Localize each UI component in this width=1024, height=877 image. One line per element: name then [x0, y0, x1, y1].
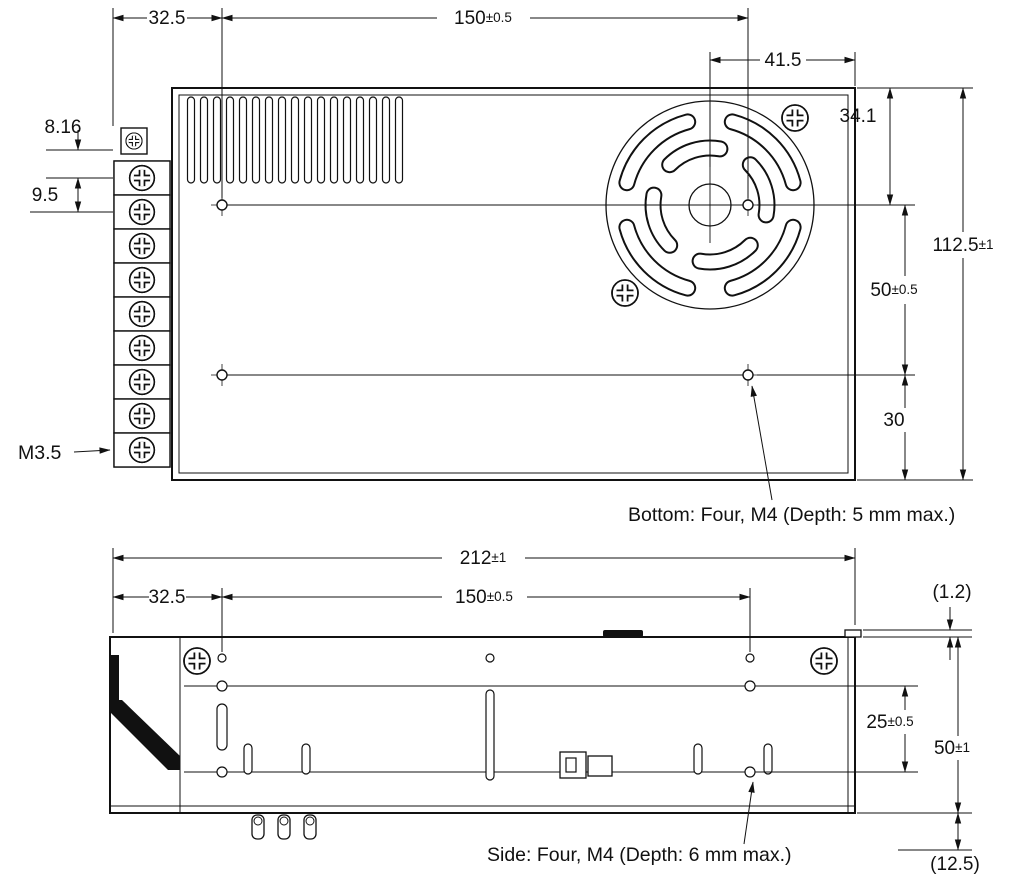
dim-label-1-2: (1.2): [932, 582, 971, 603]
connector-detail: [587, 755, 613, 777]
dim-label-8-16: 8.16: [45, 117, 82, 138]
terminal-screw: [114, 195, 170, 229]
dimension-side-50: 50±1: [857, 636, 972, 814]
phillips-screw-icon: [184, 648, 210, 674]
dimension-1-2: (1.2): [863, 582, 972, 660]
vent-slot: [301, 743, 311, 775]
vent-slot: [763, 743, 773, 775]
dimension-12-5: (12.5): [898, 812, 980, 875]
vent-slot: [693, 743, 703, 775]
dimension-34-1: 34.1: [757, 87, 973, 206]
terminal-screw: [114, 297, 170, 331]
terminal-screw: [114, 229, 170, 263]
dimension-30: 30: [857, 374, 973, 481]
pilot-hole: [745, 653, 755, 663]
dim-label-41-5: 41.5: [765, 50, 802, 71]
terminal-screw: [114, 365, 170, 399]
pilot-hole: [485, 653, 495, 663]
connector-detail: [565, 757, 577, 773]
terminal-block-edge: [109, 655, 119, 705]
dimension-side-32-5: 32.5: [112, 587, 223, 652]
dimension-41-5: 41.5: [709, 50, 856, 167]
dim-label-112-5: 112.5±1: [932, 235, 993, 256]
pilot-hole: [217, 653, 227, 663]
dim-label-30: 30: [883, 410, 904, 431]
chassis-outline: [171, 87, 856, 481]
thread-label: M3.5: [18, 442, 62, 464]
terminal-screw-side: [251, 814, 265, 840]
terminal-screw-side: [303, 814, 317, 840]
cover-flange: [844, 629, 862, 638]
dim-label-9-5: 9.5: [32, 185, 58, 206]
dim-label-32-5: 32.5: [149, 8, 186, 29]
dimension-top-150: 150±0.5: [221, 8, 749, 198]
vent-slot: [243, 743, 253, 775]
ventilation-slots: [186, 96, 404, 184]
vent-slot: [186, 96, 196, 184]
terminal-cover-slope: [110, 700, 180, 770]
hole-centerlines: [222, 204, 748, 376]
top-edge-bump: [603, 630, 643, 637]
dim-label-34-1: 34.1: [840, 106, 877, 127]
dimension-212: 212±1: [112, 548, 856, 633]
bottom-mounting-note: Bottom: Four, M4 (Depth: 5 mm max.): [628, 504, 955, 526]
side-holes-and-lines: [184, 653, 846, 840]
side-mounting-hole: [744, 680, 756, 692]
side-mounting-hole: [216, 766, 228, 778]
terminal-block: [114, 127, 170, 467]
dim-label-12-5: (12.5): [930, 854, 980, 875]
phillips-screw-icon: [782, 105, 808, 131]
dim-label-212: 212±1: [460, 548, 507, 569]
side-mounting-hole: [744, 766, 756, 778]
dimension-112-5: 112.5±1: [932, 87, 994, 481]
side-outline: [109, 629, 862, 814]
terminal-screw-side: [277, 814, 291, 840]
bottom-note-callout: Bottom: Four, M4 (Depth: 5 mm max.): [628, 385, 955, 526]
dim-label-side-50: 50±1: [934, 738, 970, 759]
dimension-9-5: 9.5: [30, 177, 113, 213]
top-view: 32.5 150±0.5 41.5 34.1 50±0.5: [18, 8, 994, 526]
vent-slot: [485, 689, 495, 781]
dim-label-150: 150±0.5: [454, 8, 512, 29]
phillips-screw-icon: [811, 648, 837, 674]
dimension-side-150: 150±0.5: [221, 587, 751, 652]
side-note-callout: Side: Four, M4 (Depth: 6 mm max.): [487, 781, 792, 866]
thread-callout: M3.5: [18, 442, 111, 464]
side-mounting-hole: [216, 680, 228, 692]
terminal-screw: [114, 331, 170, 365]
dim-label-side-150: 150±0.5: [455, 587, 513, 608]
ground-screw: [120, 127, 148, 155]
dim-label-50: 50±0.5: [870, 280, 917, 301]
vent-slot: [216, 703, 228, 751]
dimension-25: 25±0.5: [757, 685, 918, 773]
side-mounting-note: Side: Four, M4 (Depth: 6 mm max.): [487, 844, 792, 866]
phillips-screw-icon: [612, 280, 638, 306]
dim-label-25: 25±0.5: [866, 712, 913, 733]
terminal-screw: [114, 161, 170, 195]
terminal-screw: [114, 399, 170, 433]
side-view: 212±1 32.5 150±0.5 (1.2) 25±0.5: [109, 548, 980, 875]
dimension-50: 50±0.5: [757, 204, 918, 376]
terminal-screw: [114, 263, 170, 297]
terminal-screw: [114, 433, 170, 467]
dim-label-side-32-5: 32.5: [149, 587, 186, 608]
dimension-top-32-5: 32.5: [112, 8, 223, 198]
